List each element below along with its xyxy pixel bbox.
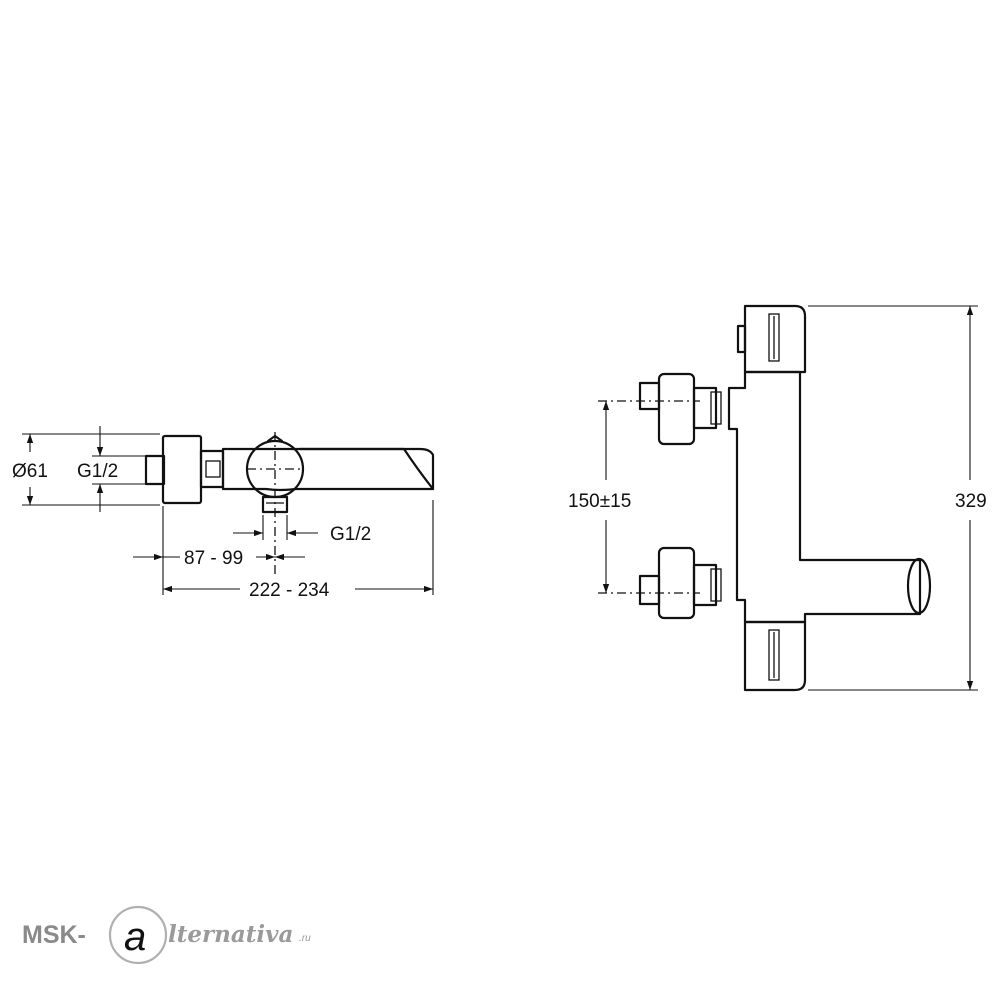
at-sign-icon: a bbox=[108, 905, 168, 965]
spout-outline bbox=[298, 447, 435, 491]
front-view: 150±15 329 bbox=[568, 304, 987, 692]
height-label: 329 bbox=[955, 491, 987, 512]
diameter-label: Ø61 bbox=[12, 461, 48, 482]
center-distance-label: 87 - 99 bbox=[184, 548, 243, 569]
top-handle-grip bbox=[768, 313, 780, 362]
upper-inlet-nut bbox=[657, 372, 696, 446]
svg-text:lternativa: lternativa bbox=[168, 921, 293, 948]
mixer-body bbox=[221, 447, 435, 492]
side-view: Ø61 G1/2 G1/2 87 - 99 222 - 234 bbox=[12, 426, 435, 601]
lower-inlet-nut bbox=[657, 546, 696, 620]
svg-text:a: a bbox=[124, 915, 146, 959]
inlet-thread-label: G1/2 bbox=[77, 461, 118, 482]
escutcheon-flange bbox=[161, 434, 203, 505]
inlet-spacing-label: 150±15 bbox=[568, 491, 631, 512]
svg-text:.ru: .ru bbox=[299, 933, 311, 944]
bottom-handle bbox=[743, 620, 807, 692]
main-body bbox=[727, 370, 922, 624]
watermark-logo: MSK- a lternativa .ru bbox=[22, 905, 311, 965]
top-handle bbox=[743, 304, 807, 374]
bottom-handle-grip bbox=[768, 629, 780, 681]
svg-text:MSK-: MSK- bbox=[22, 921, 86, 949]
wall-connector bbox=[144, 454, 166, 486]
joint-nut bbox=[205, 460, 221, 478]
outlet-thread-label: G1/2 bbox=[330, 524, 371, 545]
total-length-label: 222 - 234 bbox=[249, 580, 330, 601]
outlet-spout-end bbox=[906, 557, 932, 615]
